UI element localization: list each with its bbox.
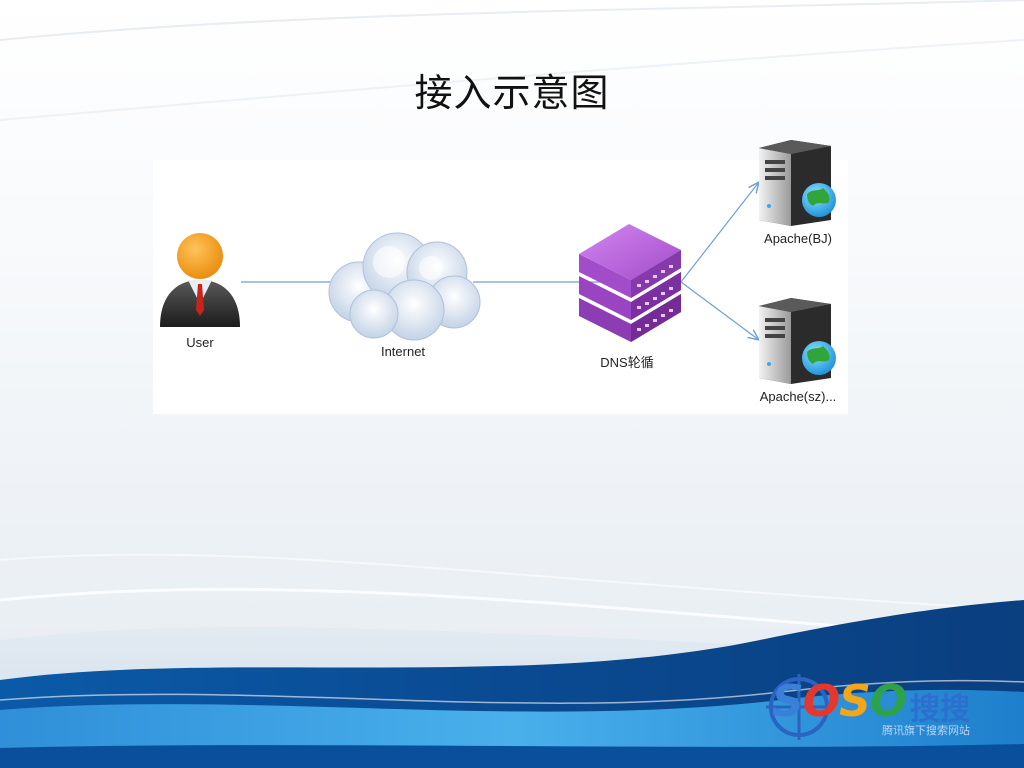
logo-letter: S [772, 676, 804, 727]
logo-letter: O [869, 676, 907, 727]
apache-sz-label: Apache(sz)... [759, 389, 837, 404]
internet-label: Internet [380, 344, 426, 359]
logo-letter: O [802, 676, 840, 727]
dns-label: DNS轮循 [600, 355, 654, 370]
diagram-panel: User Internet [153, 140, 848, 414]
network-switch-icon [579, 224, 681, 342]
edge-dns-apache-sz [680, 281, 759, 340]
cloud-icon [328, 232, 481, 341]
user-label: User [186, 335, 214, 350]
logo-wordmark: SOSO [772, 676, 907, 727]
diagram-edges [241, 160, 848, 414]
web-server-icon [759, 140, 836, 226]
web-server-icon [759, 298, 836, 384]
target-crosshair-icon [766, 674, 832, 740]
soso-logo: SOSO 搜搜 腾讯旗下搜索网站 [760, 670, 990, 750]
edge-dns-apache-bj [680, 182, 759, 283]
logo-tagline: 腾讯旗下搜索网站 [882, 724, 970, 737]
slide-title: 接入示意图 [414, 71, 610, 115]
logo-chinese: 搜搜 [910, 692, 970, 727]
apache-bj-label: Apache(BJ) [764, 231, 832, 246]
logo-letter: S [839, 676, 871, 727]
user-avatar-icon [160, 233, 240, 327]
